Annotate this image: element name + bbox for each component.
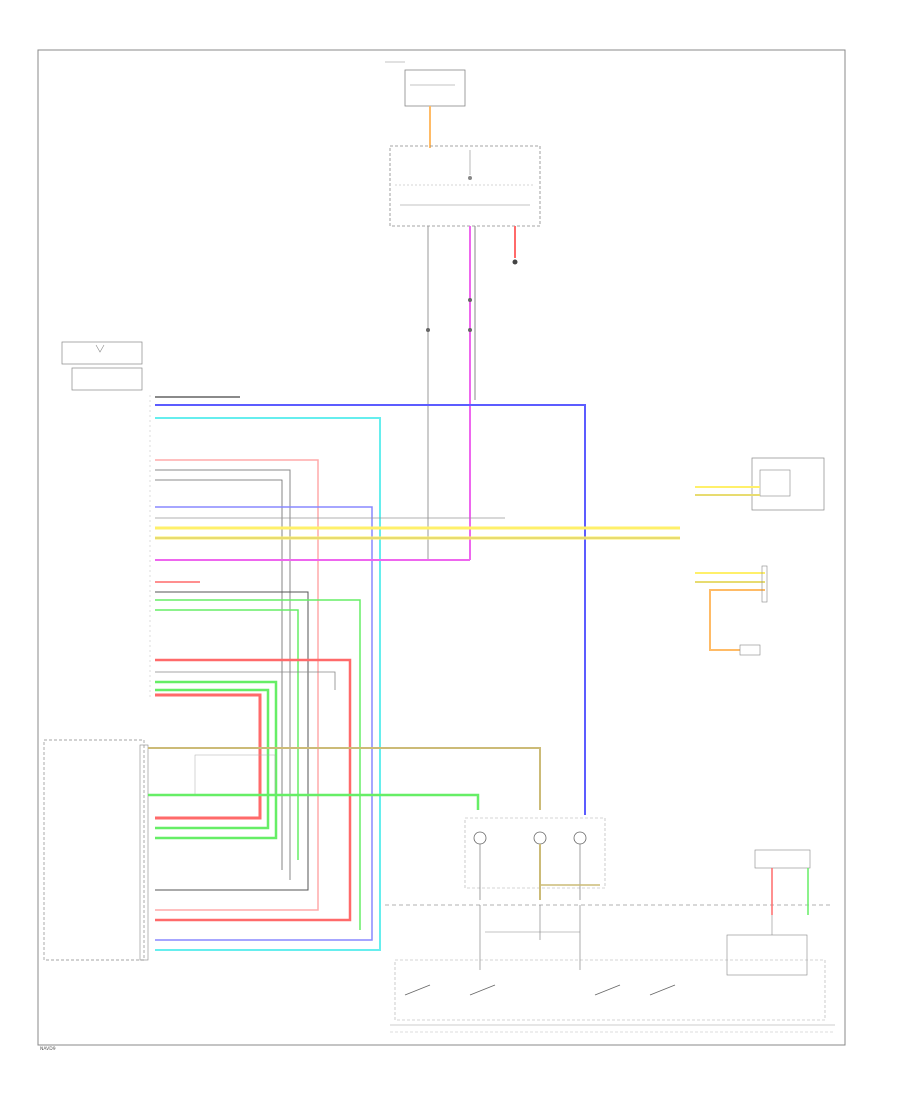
lower-unit-wires xyxy=(148,747,541,810)
lamp-left xyxy=(473,831,487,845)
right-connector-1 xyxy=(695,457,825,511)
antenna-connector xyxy=(61,341,143,391)
diagram-frame xyxy=(37,49,846,1046)
lamp-mid xyxy=(533,831,547,845)
top-block-wires xyxy=(426,226,518,560)
frame-label: NAVD9 xyxy=(40,1046,56,1052)
right-connector-2 xyxy=(695,565,768,656)
right-switch-connector xyxy=(726,849,811,976)
lamp-right xyxy=(573,831,587,845)
switch-assembly xyxy=(385,817,830,970)
ground-point xyxy=(512,259,518,265)
lower-unit-box xyxy=(43,739,276,961)
fuse-block-top xyxy=(385,61,541,227)
bottom-switch-row xyxy=(390,959,835,1033)
harness-wires xyxy=(155,396,680,951)
